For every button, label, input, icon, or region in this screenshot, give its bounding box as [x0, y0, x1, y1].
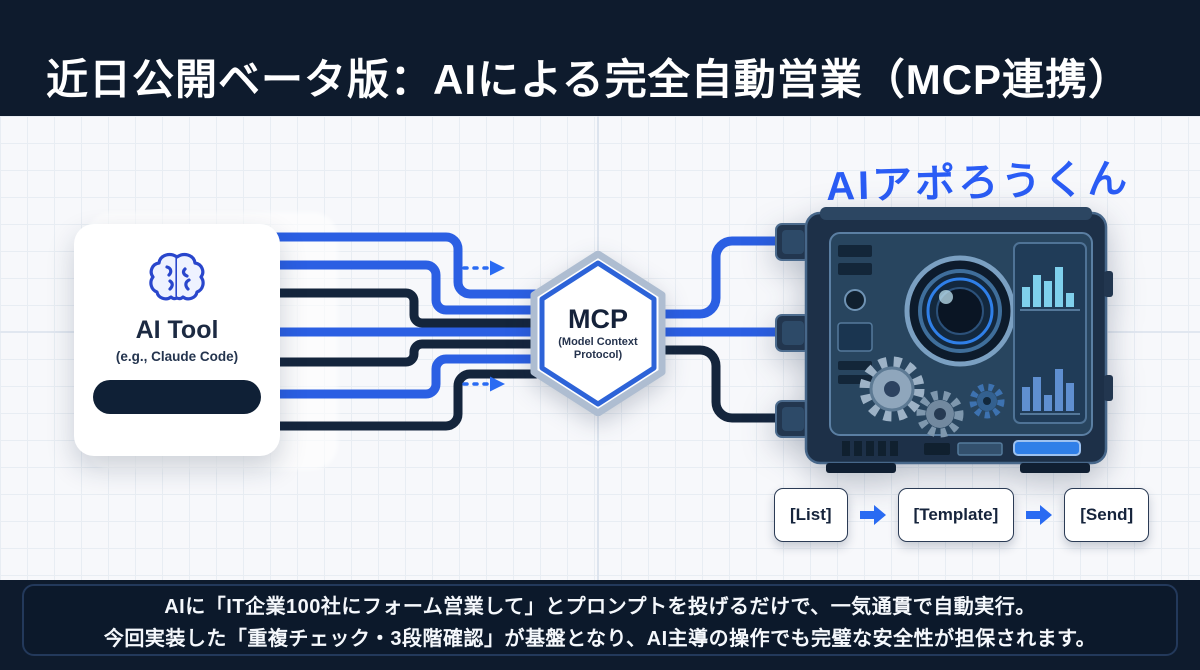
ai-tool-card: AI Tool (e.g., Claude Code)	[74, 224, 280, 456]
diagram-area: AI Tool (e.g., Claude Code) MCP (Model C…	[0, 116, 1200, 580]
ai-tool-terminal-bar	[93, 380, 261, 414]
mcp-hexagon: MCP (Model Context Protocol)	[528, 251, 668, 416]
ai-tool-subtitle: (e.g., Claude Code)	[115, 349, 239, 364]
ai-tool-title: AI Tool	[135, 316, 219, 344]
flow-step-template: [Template]	[897, 488, 1015, 542]
machine-ports	[775, 223, 811, 438]
brain-icon	[144, 248, 210, 308]
flow-step-list: [List]	[774, 488, 848, 542]
footer-line-1: AIに「IT企業100社にフォーム営業して」とプロンプトを投げるだけで、一気通貫…	[164, 595, 1036, 618]
mcp-subtitle: (Model Context Protocol)	[558, 336, 638, 361]
mcp-title: MCP	[568, 304, 628, 334]
page-title: 近日公開ベータ版：AIによる完全自動営業（MCP連携）	[46, 56, 1132, 103]
arrow-right-icon	[1024, 503, 1054, 527]
flow-step-send: [Send]	[1064, 488, 1150, 542]
machine-label: AIアポろうくん	[825, 157, 1131, 209]
machine-illustration	[774, 205, 1114, 477]
flow-steps: [List] [Template] [Send]	[774, 488, 1150, 542]
dashed-arrow-icon	[462, 376, 505, 392]
connection-pipes	[269, 232, 799, 431]
hexagon-shape	[530, 251, 666, 416]
dashed-arrow-icon	[462, 260, 505, 276]
footer-note: AIに「IT企業100社にフォーム営業して」とプロンプトを投げるだけで、一気通貫…	[22, 584, 1178, 656]
footer-line-2: 今回実装した「重複チェック・3段階確認」が基盤となり、AI主導の操作でも完璧な安…	[103, 627, 1097, 650]
arrow-right-icon	[858, 503, 888, 527]
